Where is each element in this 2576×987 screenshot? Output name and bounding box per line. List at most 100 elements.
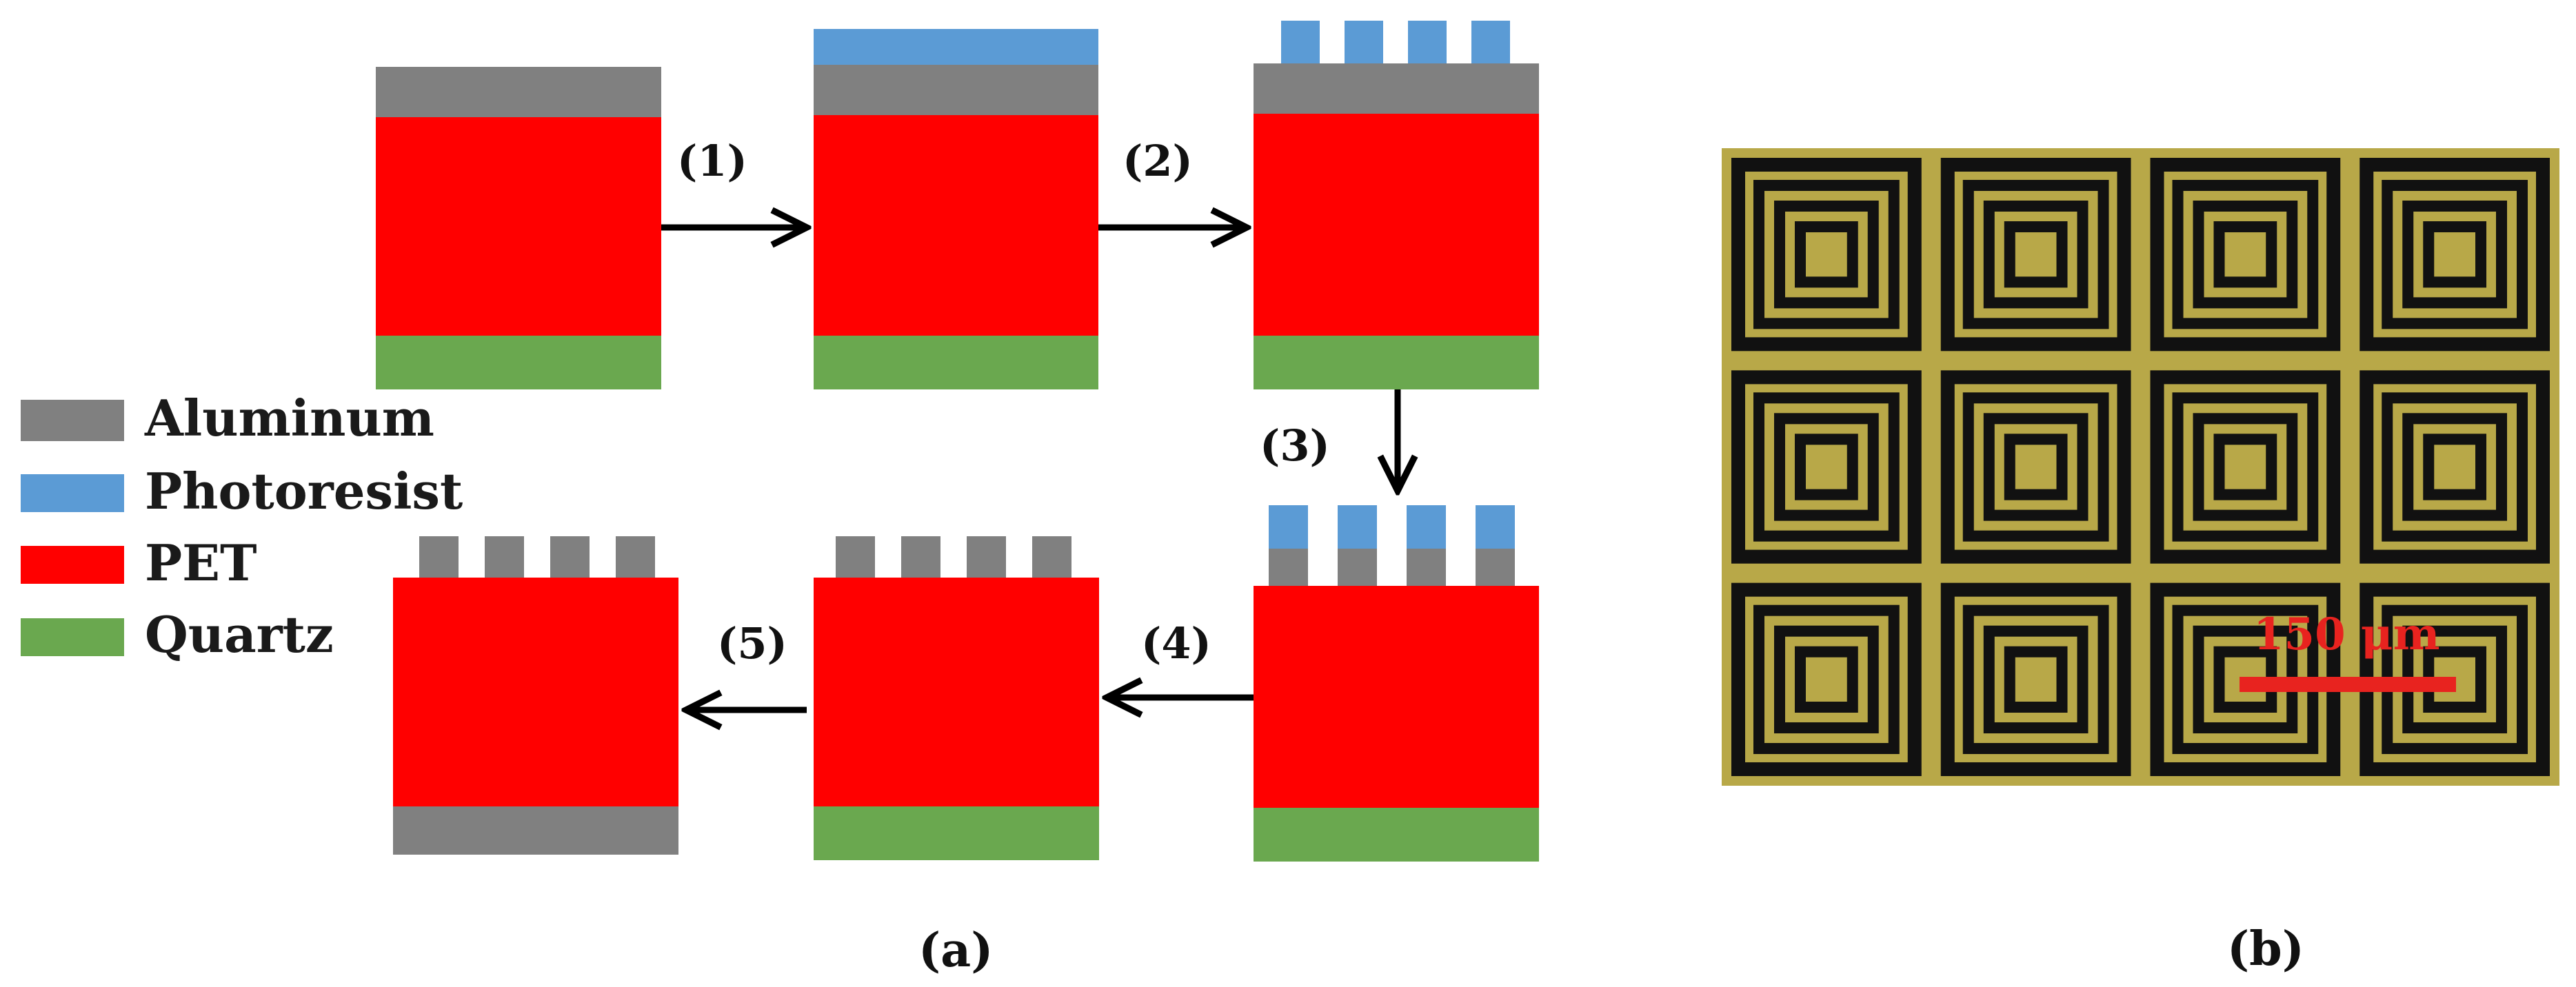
resonator-ring xyxy=(1774,201,1879,309)
process-flow-panel: (1) (2) (3) (4) (5) Aluminum Photoresist… xyxy=(21,21,1539,978)
step-2-label: (2) xyxy=(1123,136,1193,186)
resonator-cell xyxy=(1731,158,1922,352)
stage-3-pr-block-1 xyxy=(1281,21,1320,63)
resonator-ring xyxy=(1795,221,1858,288)
resonator-ring xyxy=(2004,434,2068,500)
stage-6-al-block-1 xyxy=(419,536,459,578)
resonator-ring xyxy=(2359,370,2550,564)
step-1-label: (1) xyxy=(677,136,747,186)
scale-bar-label: 150 μm xyxy=(2253,609,2439,660)
step-5-label: (5) xyxy=(717,618,787,669)
resonator-ring xyxy=(2402,201,2507,309)
resonator-ring xyxy=(2213,221,2277,288)
stage-4-stack xyxy=(1254,505,1539,862)
stage-3-aluminum-layer xyxy=(1254,63,1539,114)
resonator-ring xyxy=(2382,180,2528,329)
stage-6-stack xyxy=(393,536,678,855)
resonator-ring xyxy=(1983,413,2089,521)
resonator-ring xyxy=(1983,201,2089,309)
resonator-ring xyxy=(1731,582,1922,777)
stage-4-quartz-layer xyxy=(1254,808,1539,862)
resonator-cell xyxy=(1940,582,2131,777)
legend-swatch-photoresist xyxy=(21,474,124,512)
resonator-ring xyxy=(1753,180,1900,329)
resonator-cell xyxy=(2359,158,2550,352)
stage-1-quartz-layer xyxy=(376,336,661,389)
legend-swatch-quartz xyxy=(21,618,124,656)
stage-6-pet-layer xyxy=(393,578,678,806)
resonator-ring xyxy=(1962,180,2109,329)
stage-5-stack xyxy=(814,536,1099,860)
stage-1-stack xyxy=(376,67,661,389)
resonator-ring xyxy=(2382,392,2528,542)
micrograph-panel: 150 μm (b) xyxy=(1722,148,2559,977)
stage-1-aluminum-layer xyxy=(376,67,661,117)
legend-label-pet: PET xyxy=(145,533,257,592)
resonator-ring xyxy=(2423,434,2486,500)
resonator-ring xyxy=(2213,434,2277,500)
resonator-ring xyxy=(2359,158,2550,352)
stage-3-pet-layer xyxy=(1254,114,1539,336)
resonator-ring xyxy=(1983,625,2089,734)
legend-label-photoresist: Photoresist xyxy=(145,462,463,520)
resonator-ring xyxy=(1940,158,2131,352)
resonator-ring xyxy=(2193,201,2298,309)
stage-4-pet-layer xyxy=(1254,586,1539,808)
resonator-ring xyxy=(2172,180,2319,329)
stage-6-aluminum-layer xyxy=(393,806,678,855)
stage-6-al-block-3 xyxy=(550,536,590,578)
legend-label-aluminum: Aluminum xyxy=(144,389,434,447)
resonator-cell xyxy=(1940,158,2131,352)
stage-2-aluminum-layer xyxy=(814,65,1098,115)
stage-5-quartz-layer xyxy=(814,806,1099,860)
stage-5-pet-layer xyxy=(814,578,1099,806)
resonator-ring xyxy=(2423,221,2486,288)
resonator-ring xyxy=(1962,604,2109,755)
stage-4-al-block-3 xyxy=(1407,549,1446,586)
resonator-cell xyxy=(1731,370,1922,564)
stage-3-pr-block-3 xyxy=(1408,21,1447,63)
stage-5-al-block-3 xyxy=(967,536,1006,578)
resonator-ring xyxy=(1940,370,2131,564)
resonator-ring xyxy=(1774,625,1879,734)
stage-4-al-block-4 xyxy=(1476,549,1515,586)
resonator-ring xyxy=(1753,392,1900,542)
stage-4-pr-block-1 xyxy=(1269,505,1308,549)
stage-1-pet-layer xyxy=(376,117,661,336)
stage-4-pr-block-2 xyxy=(1338,505,1377,549)
stage-2-photoresist-layer xyxy=(814,29,1098,65)
stage-5-al-block-1 xyxy=(836,536,875,578)
legend-swatch-aluminum xyxy=(21,400,124,441)
stage-5-al-block-4 xyxy=(1032,536,1071,578)
caption-a: (a) xyxy=(918,923,993,978)
resonator-ring xyxy=(2150,370,2341,564)
resonator-ring xyxy=(1795,646,1858,713)
resonator-cell xyxy=(1731,582,1922,777)
stage-3-pr-block-4 xyxy=(1471,21,1510,63)
resonator-ring xyxy=(2004,646,2068,713)
legend: Aluminum Photoresist PET Quartz xyxy=(21,389,463,664)
stage-3-stack xyxy=(1254,21,1539,389)
resonator-cell xyxy=(1940,370,2131,564)
resonator-ring xyxy=(1774,413,1879,521)
resonator-ring xyxy=(2150,158,2341,352)
resonator-cell xyxy=(2150,158,2341,352)
resonator-ring xyxy=(1731,370,1922,564)
stage-4-al-block-1 xyxy=(1269,549,1308,586)
stage-2-pet-layer xyxy=(814,115,1098,336)
resonator-ring xyxy=(1731,158,1922,352)
resonator-ring xyxy=(1962,392,2109,542)
caption-b: (b) xyxy=(2227,922,2304,977)
step-3-label: (3) xyxy=(1260,420,1330,471)
resonator-cell xyxy=(2150,370,2341,564)
resonator-ring xyxy=(2004,221,2068,288)
stage-3-quartz-layer xyxy=(1254,336,1539,389)
stage-2-stack xyxy=(814,29,1098,389)
stage-3-pr-block-2 xyxy=(1345,21,1383,63)
legend-label-quartz: Quartz xyxy=(145,605,334,664)
stage-6-al-block-2 xyxy=(485,536,524,578)
stage-5-al-block-2 xyxy=(901,536,940,578)
resonator-ring xyxy=(2402,413,2507,521)
stage-4-al-block-2 xyxy=(1338,549,1377,586)
